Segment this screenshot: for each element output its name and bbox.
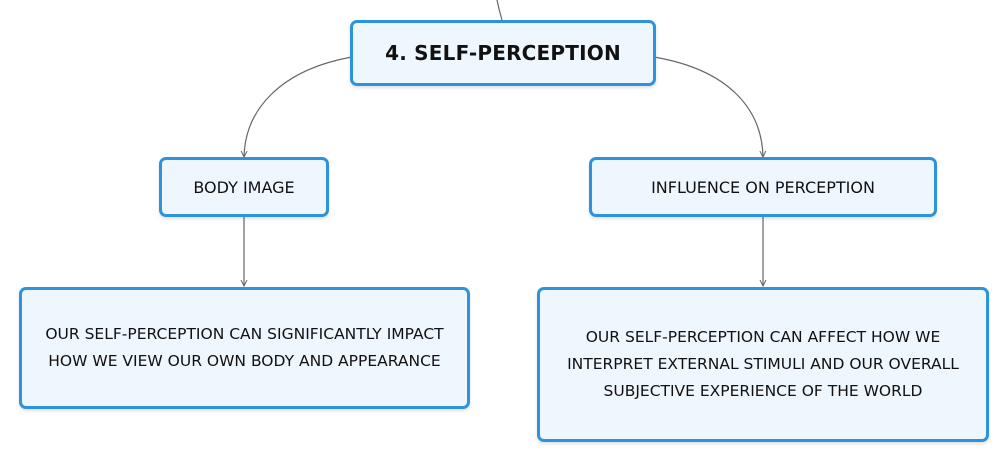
connector-root-to-influence [653,56,763,157]
root-node[interactable]: 4. SELF-PERCEPTION [350,20,656,86]
influence-on-perception-node-label: INFLUENCE ON PERCEPTION [651,177,875,197]
influence-detail-node[interactable]: OUR SELF-PERCEPTION CAN AFFECT HOW WE IN… [537,287,989,442]
body-image-detail-node[interactable]: OUR SELF-PERCEPTION CAN SIGNIFICANTLY IM… [19,287,470,409]
influence-on-perception-node[interactable]: INFLUENCE ON PERCEPTION [589,157,937,217]
influence-detail-text: OUR SELF-PERCEPTION CAN AFFECT HOW WE IN… [567,328,959,400]
root-node-label: 4. SELF-PERCEPTION [385,41,621,65]
body-image-detail-text: OUR SELF-PERCEPTION CAN SIGNIFICANTLY IM… [45,325,444,370]
connector-root-to-body-image [244,56,353,157]
body-image-node[interactable]: BODY IMAGE [159,157,329,217]
body-image-node-label: BODY IMAGE [193,177,295,197]
incoming-connector [496,0,503,21]
